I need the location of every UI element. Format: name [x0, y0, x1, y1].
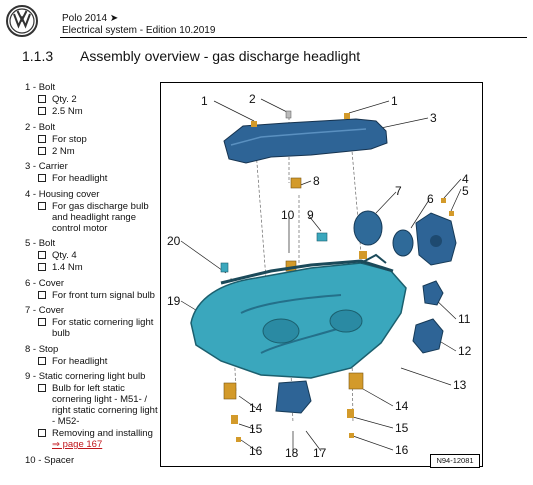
carrier-bracket: [223, 118, 388, 164]
legend-item-title: 5 - Bolt: [25, 238, 56, 249]
legend-detail: Qty. 2: [52, 94, 77, 105]
legend-detail: Removing and installing: [52, 428, 153, 439]
checkbox-icon: [38, 263, 46, 271]
legend-item: 2 - Bolt For stop 2 Nm: [25, 122, 160, 157]
callout-20: 20: [167, 234, 181, 248]
header-subtitle: Electrical system - Edition 10.2019: [62, 25, 216, 36]
legend-detail: For stop: [52, 133, 87, 145]
legend-detail: For headlight: [52, 355, 108, 367]
section-number: 1.1.3: [22, 48, 54, 64]
legend-item-title: 2 - Bolt: [25, 121, 56, 133]
legend-item-title: 9 - Static cornering light bulb: [25, 371, 146, 382]
callout-1b: 1: [391, 94, 398, 108]
legend-detail: Bulb for left static cornering light - M…: [52, 383, 158, 427]
legend-item: 1 - Bolt Qty. 2 2.5 Nm: [25, 82, 160, 117]
callout-1: 1: [201, 94, 208, 108]
checkbox-icon: [38, 107, 46, 115]
headlight-drawing: 1 2 1 3 4 5 6 7 8 9 10 20 11 12 13 14 14…: [167, 92, 472, 460]
legend-detail: 2 Nm: [52, 145, 75, 157]
checkbox-icon: [38, 174, 46, 182]
figure-id: N94-12081: [430, 454, 480, 468]
headlight-assembly: [190, 253, 407, 379]
checkbox-icon: [38, 251, 46, 259]
callout-3: 3: [430, 111, 437, 125]
callout-10: 10: [281, 208, 295, 222]
checkbox-icon: [38, 318, 46, 326]
checkbox-icon: [38, 134, 46, 143]
callout-13: 13: [453, 378, 467, 392]
header-title: Polo 2014 ➤: [62, 13, 119, 24]
legend-item: 5 - Bolt Qty. 4 1.4 Nm: [25, 238, 160, 273]
callout-16a: 16: [249, 444, 263, 458]
callout-5: 5: [462, 184, 469, 198]
housing-covers: [353, 210, 457, 354]
leader-lines: [180, 98, 462, 453]
legend-item-title: 4 - Housing cover: [25, 188, 100, 200]
checkbox-icon: [38, 290, 46, 299]
legend-item-title: 3 - Carrier: [25, 161, 68, 172]
callout-12: 12: [458, 344, 472, 358]
callout-16b: 16: [395, 443, 409, 457]
callout-14a: 14: [249, 401, 263, 415]
legend-item: 9 - Static cornering light bulb Bulb for…: [25, 371, 160, 450]
checkbox-icon: [38, 356, 46, 365]
callout-19: 19: [167, 294, 181, 308]
callout-9: 9: [307, 208, 314, 222]
legend-item-title: 7 - Cover: [25, 305, 65, 316]
legend-detail: For static cornering light bulb: [52, 317, 154, 339]
callout-18: 18: [285, 446, 299, 460]
callout-2: 2: [249, 92, 256, 106]
legend-detail: 2.5 Nm: [52, 106, 83, 117]
checkbox-icon: [38, 201, 46, 210]
callout-17: 17: [313, 446, 327, 460]
legend-detail: For headlight: [52, 173, 108, 184]
legend-item-title: 6 - Cover: [25, 277, 65, 289]
page-link[interactable]: ⇒ page 167: [52, 439, 103, 450]
checkbox-icon: [38, 146, 46, 155]
parts-legend: 1 - Bolt Qty. 2 2.5 Nm 2 - Bolt For stop…: [25, 82, 160, 470]
legend-item: 10 - Spacer: [25, 455, 160, 466]
callout-15a: 15: [249, 422, 263, 436]
callout-15b: 15: [395, 421, 409, 435]
checkbox-icon: [38, 429, 46, 437]
legend-item: 7 - Cover For static cornering light bul…: [25, 305, 160, 339]
legend-detail: 1.4 Nm: [52, 262, 83, 273]
legend-detail: Qty. 4: [52, 250, 77, 261]
checkbox-icon: [38, 95, 46, 103]
callout-14b: 14: [395, 399, 409, 413]
legend-detail: For gas discharge bulb and headlight ran…: [52, 200, 149, 234]
callout-6: 6: [427, 192, 434, 206]
legend-item-title: 10 - Spacer: [25, 454, 75, 466]
callout-8: 8: [313, 174, 320, 188]
callout-labels: 1 2 1 3 4 5 6 7 8 9 10 20 11 12 13 14 14…: [167, 92, 472, 460]
callout-11: 11: [458, 312, 471, 326]
legend-item: 3 - Carrier For headlight: [25, 161, 160, 184]
legend-detail: For front turn signal bulb: [52, 289, 155, 301]
lower-parts: [220, 262, 364, 442]
header-rule: [60, 37, 527, 38]
callout-7: 7: [395, 184, 402, 198]
callout-4: 4: [462, 172, 469, 186]
legend-item: 8 - Stop For headlight: [25, 344, 160, 367]
legend-item: 4 - Housing cover For gas discharge bulb…: [25, 189, 160, 234]
legend-item: 6 - Cover For front turn signal bulb: [25, 278, 160, 301]
vw-logo-icon: [6, 5, 38, 37]
exploded-view-diagram: 1 2 1 3 4 5 6 7 8 9 10 20 11 12 13 14 14…: [160, 82, 483, 467]
legend-item-title: 8 - Stop: [25, 343, 59, 355]
checkbox-icon: [38, 384, 46, 392]
section-title: Assembly overview - gas discharge headli…: [80, 48, 361, 64]
legend-item-title: 1 - Bolt: [25, 82, 56, 93]
